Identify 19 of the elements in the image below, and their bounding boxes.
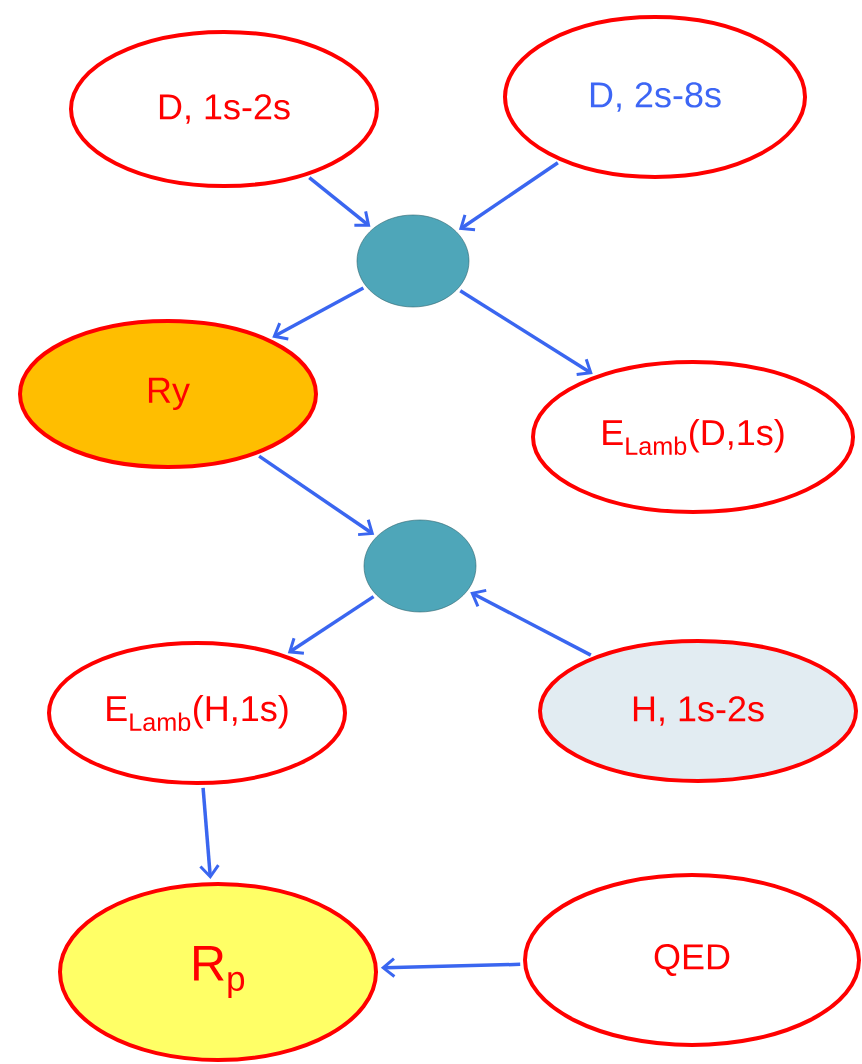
arrow xyxy=(199,787,220,880)
arrow xyxy=(459,289,593,376)
arrow xyxy=(470,588,592,657)
arrow xyxy=(287,595,375,655)
ellipse-node: D, 1s-2s xyxy=(69,30,379,188)
arrow xyxy=(308,176,371,227)
ellipse-node: D, 2s-8s xyxy=(503,15,807,179)
arrow xyxy=(458,161,559,232)
arrow xyxy=(380,957,521,978)
arrow xyxy=(272,286,365,341)
ellipse-node: H, 1s-2s xyxy=(538,639,858,783)
ellipse-node: R$_{p}$ xyxy=(58,882,378,1062)
ellipse-node: QED xyxy=(523,873,861,1047)
ellipse-node: E$_{Lamb}$(D,1s) xyxy=(531,360,855,514)
arrow xyxy=(258,454,375,537)
ellipse-node: E$_{Lamb}$(H,1s) xyxy=(47,641,347,785)
junction-circle xyxy=(363,519,477,613)
junction-circle xyxy=(356,214,470,308)
ellipse-node: Ry xyxy=(18,319,318,469)
